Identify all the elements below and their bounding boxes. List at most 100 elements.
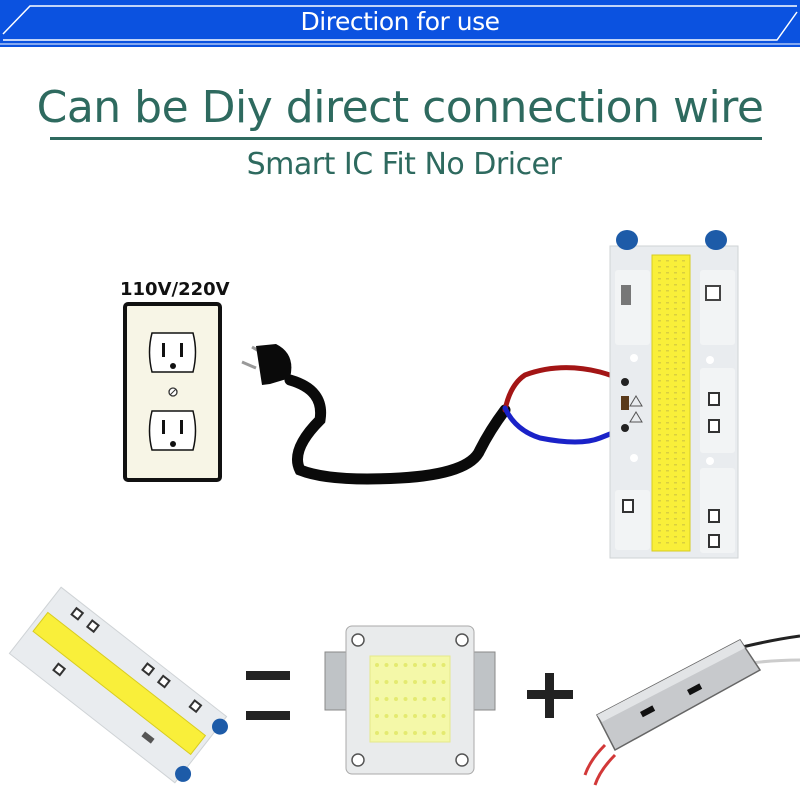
led-dot (658, 386, 661, 388)
led-dot (666, 314, 669, 316)
chip-led-dot (432, 680, 436, 684)
chip-led-dot (432, 697, 436, 701)
led-dot (658, 530, 661, 532)
led-dot (658, 362, 661, 364)
led-dot (682, 284, 685, 286)
led-dot (666, 464, 669, 466)
power-plug-icon (241, 344, 292, 385)
led-dot (666, 404, 669, 406)
chip-led-dot (394, 680, 398, 684)
chip-led-dot (403, 663, 408, 667)
led-dot (682, 500, 685, 502)
led-dot (658, 518, 661, 520)
led-dot (682, 458, 685, 460)
led-dot (682, 392, 685, 394)
led-dot (674, 266, 677, 268)
led-dot (682, 368, 685, 370)
plus-sign-icon (527, 673, 573, 718)
led-dot (666, 308, 669, 310)
chip-led-dot (432, 663, 436, 667)
chip-led-dot (441, 680, 446, 684)
title-divider (50, 137, 762, 140)
led-dot (666, 488, 669, 490)
chip-led-dot (422, 714, 427, 718)
led-dot (674, 404, 677, 406)
power-cable (284, 374, 511, 485)
chip-led-dot (422, 697, 427, 701)
led-dot (674, 506, 677, 508)
led-driver (583, 634, 800, 786)
led-dot (682, 440, 685, 442)
led-dot (674, 350, 677, 352)
led-dot (666, 410, 669, 412)
led-dot (658, 464, 661, 466)
led-dot (674, 284, 677, 286)
led-dot (682, 536, 685, 538)
chip-led-dot (422, 663, 427, 667)
led-dot (674, 326, 677, 328)
led-dot (658, 398, 661, 400)
led-dot (666, 476, 669, 478)
led-dot (666, 338, 669, 340)
chip-led-dot (403, 697, 408, 701)
led-dot (666, 392, 669, 394)
led-dot (674, 542, 677, 544)
led-dot (682, 278, 685, 280)
led-dot (674, 524, 677, 526)
led-dot (674, 446, 677, 448)
led-dot (658, 500, 661, 502)
led-dot (682, 482, 685, 484)
led-dot (666, 386, 669, 388)
led-dot (674, 500, 677, 502)
led-dot (682, 506, 685, 508)
led-dot (674, 332, 677, 334)
led-dot (658, 320, 661, 322)
led-dot (658, 266, 661, 268)
led-dot (666, 494, 669, 496)
led-dot (658, 356, 661, 358)
led-dot (658, 278, 661, 280)
led-dot (682, 488, 685, 490)
led-dot (658, 308, 661, 310)
wall-outlet-icon (123, 302, 222, 482)
led-dot (658, 272, 661, 274)
led-dot (682, 260, 685, 262)
chip-led-dot (394, 663, 398, 667)
led-dot (666, 260, 669, 262)
led-dot (682, 296, 685, 298)
led-dot (666, 398, 669, 400)
led-dot (658, 392, 661, 394)
led-dot (658, 380, 661, 382)
led-dot (674, 314, 677, 316)
chip-led-dot (384, 680, 389, 684)
led-dot (658, 536, 661, 538)
equals-sign-icon (246, 671, 290, 720)
led-dot (666, 272, 669, 274)
led-dot (658, 344, 661, 346)
terminal-n (621, 378, 629, 386)
led-dot (682, 404, 685, 406)
led-dot (674, 428, 677, 430)
led-dot (658, 338, 661, 340)
led-dot (674, 362, 677, 364)
led-dot (666, 524, 669, 526)
led-dot (658, 482, 661, 484)
led-dot (666, 368, 669, 370)
chip-led-dot (403, 731, 408, 735)
chip-led-dot (403, 680, 408, 684)
led-dot (682, 422, 685, 424)
led-dot (674, 440, 677, 442)
chip-led-dot (375, 697, 379, 701)
chip-led-dot (413, 680, 417, 684)
led-dot (658, 422, 661, 424)
led-dot (666, 332, 669, 334)
chip-led-dot (441, 663, 446, 667)
led-dot (682, 410, 685, 412)
led-dot (666, 356, 669, 358)
high-power-led-chip (324, 625, 496, 775)
led-dot (682, 362, 685, 364)
led-dot (674, 518, 677, 520)
led-dot (666, 440, 669, 442)
chip-led-dot (432, 714, 436, 718)
resistor-icon (621, 285, 631, 305)
